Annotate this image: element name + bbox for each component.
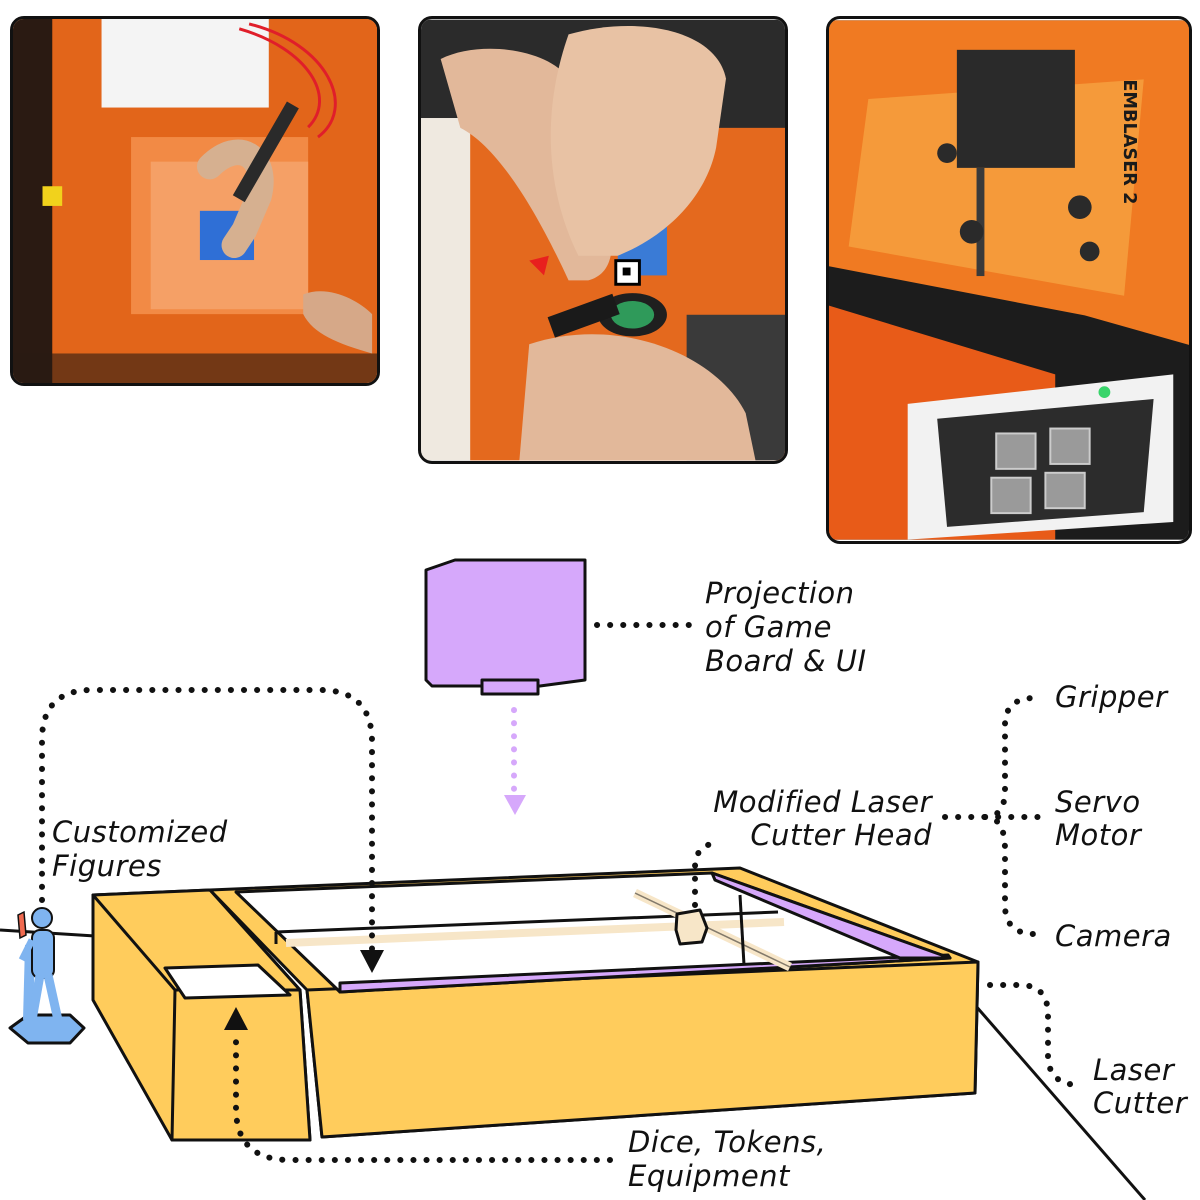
photo-laser-cutter-controls: EMBLASER 2 [826,16,1192,544]
projector [424,558,587,696]
figures-label-line2: Figures [52,849,162,883]
gripper-connector [982,695,1038,820]
laser-cutter-label-line2: Cutter [1093,1086,1189,1120]
dice-label-line1: Dice, Tokens, [628,1125,826,1159]
gripper-label: Gripper [1055,680,1169,714]
photo-brand-label: EMBLASER 2 [1119,79,1139,204]
photo-laser-cutter-controls-image: EMBLASER 2 [829,20,1189,540]
figures-to-board-connector [39,687,375,958]
laser-head-label-line2: Cutter Head [750,818,932,852]
side-box [91,888,312,1142]
customized-figure [8,907,86,1045]
photo-3d-pen-drawing-image [13,19,377,383]
projection-label-line3: Board & UI [705,644,867,678]
laser-cutter-body [208,866,980,1139]
laser-cutter-label-line1: Laser [1093,1053,1176,1087]
laser-cutter-connector [987,982,1083,1088]
dice-label-line2: Equipment [628,1159,791,1193]
laser-head-connector [692,840,723,908]
photo-figure-in-hand-image [421,19,785,461]
dice-arrowhead [224,1007,248,1030]
photo-3d-pen-drawing [10,16,380,386]
projection-label-line2: of Game [705,610,832,644]
camera-label: Camera [1055,919,1172,953]
figures-arrowhead [360,950,384,973]
camera-connector [982,814,1038,937]
laser-head-label-line1: Modified Laser [713,785,933,819]
projection-label-line1: Projection [705,576,855,610]
servo-label-line2: Motor [1055,818,1143,852]
figures-label-line1: Customized [52,815,228,849]
servo-label-line1: Servo [1055,785,1141,819]
laser-head-block [674,908,709,946]
ground-line-right [973,1004,1147,1200]
photo-figure-in-hand [418,16,788,464]
projection-arrowhead [504,795,526,815]
